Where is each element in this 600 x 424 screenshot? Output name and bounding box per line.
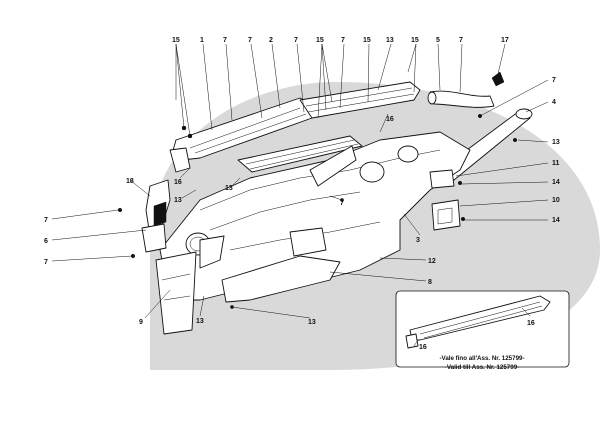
- callout-15: 15: [363, 37, 371, 44]
- callout-4: 4: [552, 99, 556, 106]
- callout-7: 7: [294, 37, 298, 44]
- callout-18: 18: [126, 178, 134, 185]
- callout-15: 15: [316, 37, 324, 44]
- callout-7: 7: [552, 77, 556, 84]
- callout-6: 6: [44, 238, 48, 245]
- inset-callout-16: 16: [527, 320, 535, 327]
- callout-7: 7: [340, 200, 344, 207]
- leader-lines: [51, 43, 549, 319]
- callout-3: 3: [416, 237, 420, 244]
- callout-7: 7: [223, 37, 227, 44]
- callout-5: 5: [436, 37, 440, 44]
- callout-11: 11: [552, 160, 560, 167]
- left-nozzle: [141, 179, 171, 253]
- callout-9: 9: [139, 319, 143, 326]
- callout-10: 10: [552, 197, 560, 204]
- callout-17: 17: [501, 37, 509, 44]
- callout-13: 13: [174, 197, 182, 204]
- right-upper-duct: [427, 90, 495, 108]
- clip-17: [491, 71, 505, 87]
- callout-labels: 15 1 7 7 2 7 15 7 15 13 15 5 7 17 7 4 13…: [44, 37, 560, 326]
- lower-duct: [221, 255, 341, 303]
- callout-2: 2: [269, 37, 273, 44]
- inset-caption-en: -Valid till Ass. Nr. 125799-: [445, 364, 519, 371]
- upper-left-duct: [169, 97, 319, 173]
- callout-16: 16: [174, 179, 182, 186]
- inset-panel: 16 16 -Vale fino all'Ass. Nr. 125799- -V…: [395, 290, 570, 371]
- callout-7: 7: [341, 37, 345, 44]
- upper-center-duct: [299, 81, 421, 119]
- callout-7: 7: [44, 259, 48, 266]
- callout-13: 13: [386, 37, 394, 44]
- callout-13: 13: [552, 139, 560, 146]
- callout-1: 1: [200, 37, 204, 44]
- callout-15: 15: [172, 37, 180, 44]
- callout-13: 13: [308, 319, 316, 326]
- callout-14: 14: [552, 217, 560, 224]
- callout-7: 7: [459, 37, 463, 44]
- callout-12: 12: [428, 258, 436, 265]
- left-vertical-duct: [155, 251, 197, 335]
- inset-callout-16: 16: [419, 344, 427, 351]
- callout-8: 8: [428, 279, 432, 286]
- callout-16: 16: [386, 116, 394, 123]
- callout-13: 13: [196, 318, 204, 325]
- right-vents: [429, 169, 461, 231]
- main-hvac-body: [159, 131, 471, 301]
- callout-14: 14: [552, 179, 560, 186]
- callout-15: 15: [411, 37, 419, 44]
- callout-7: 7: [44, 217, 48, 224]
- callout-7: 7: [248, 37, 252, 44]
- inset-caption-it: -Vale fino all'Ass. Nr. 125799-: [439, 355, 524, 362]
- callout-13: 13: [225, 185, 233, 192]
- middle-vent-grille: [237, 135, 363, 173]
